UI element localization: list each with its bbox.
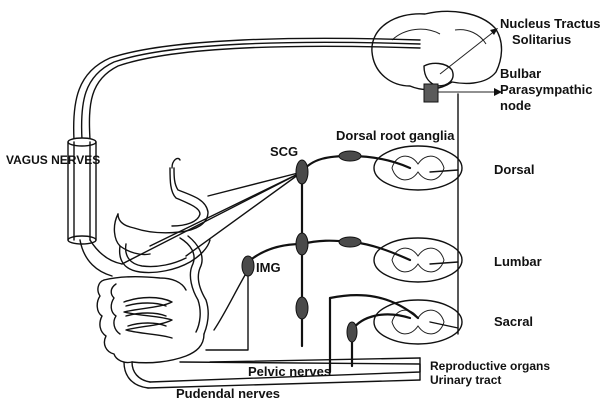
sacral-chain-ganglion <box>296 297 308 319</box>
brain <box>372 11 502 102</box>
label-bulbar: Bulbar <box>500 66 541 81</box>
dorsal-root-ganglion-upper <box>339 151 361 161</box>
label-scg: SCG <box>270 144 298 159</box>
brainstem <box>424 84 438 102</box>
brain-pointer-arrows <box>438 28 502 96</box>
label-urinary-tract: Urinary tract <box>430 373 501 387</box>
label-dorsal-root-ganglia: Dorsal root ganglia <box>336 128 455 143</box>
img-ganglion <box>242 256 254 276</box>
label-lumbar: Lumbar <box>494 254 542 269</box>
label-solitarius: Solitarius <box>512 32 571 47</box>
spinal-section-lumbar <box>374 238 462 282</box>
spinal-section-dorsal <box>374 146 462 190</box>
colon <box>97 277 204 388</box>
label-reproductive-organs: Reproductive organs <box>430 359 550 373</box>
label-dorsal: Dorsal <box>494 162 534 177</box>
small-intestine-loop <box>120 236 210 334</box>
label-vagus-nerves: VAGUS NERVES <box>6 153 100 167</box>
label-pelvic-nerves: Pelvic nerves <box>248 364 331 379</box>
label-parasympathic: Parasympathic <box>500 82 593 97</box>
dorsal-root-ganglion-lower <box>339 237 361 247</box>
label-node: node <box>500 98 531 113</box>
scg-ganglion <box>296 160 308 184</box>
label-nucleus-tractus: Nucleus Tractus <box>500 16 600 31</box>
label-img: IMG <box>256 260 281 275</box>
spinal-section-sacral <box>374 300 462 344</box>
pelvic-ganglion <box>347 322 357 342</box>
lumbar-chain-ganglion <box>296 233 308 255</box>
label-sacral: Sacral <box>494 314 533 329</box>
label-pudendal-nerves: Pudendal nerves <box>176 386 280 401</box>
